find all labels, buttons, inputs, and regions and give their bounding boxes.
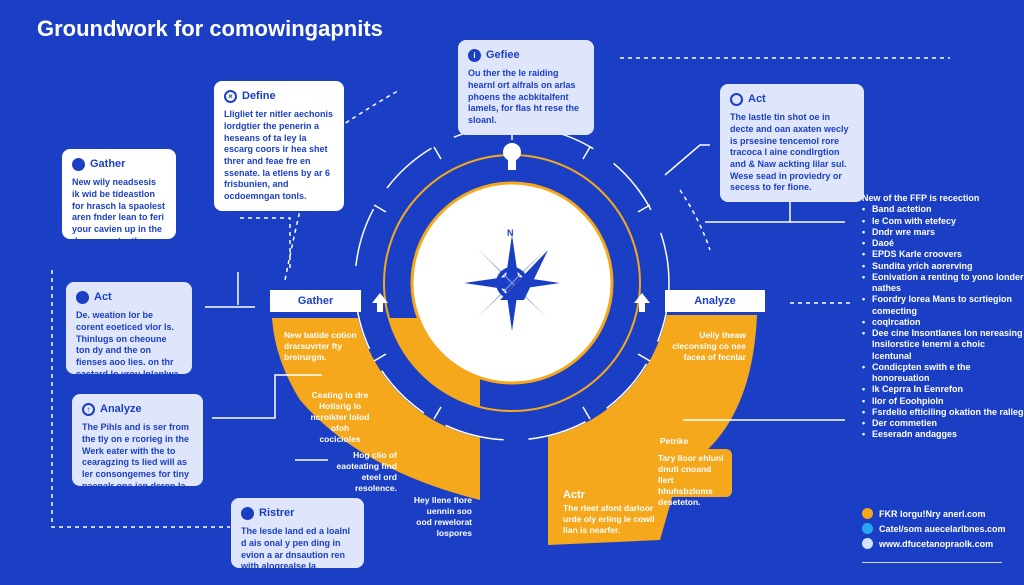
card-text: The Pihls and is ser from the tly on e r… <box>82 422 190 503</box>
card-define: × Define Lligliet ter nitler aechonis lor… <box>214 81 344 211</box>
card-title: Define <box>242 90 276 102</box>
contact-text: www.dfucetanopraolk.com <box>879 538 994 549</box>
act-bottom-title: Actr <box>563 489 586 501</box>
panel-text: Petrike <box>660 436 689 446</box>
card-act-top: Act The lastle tin shot oe in decte and … <box>720 84 864 203</box>
list-item: Daoé <box>862 238 1024 250</box>
contact-link[interactable]: Catel/som auecelarlbnes.com <box>862 523 1006 534</box>
card-gefie: i Gefiee Ou ther the le raiding hearnl or… <box>458 40 594 135</box>
card-act-left: Act De. weation lor be corent eoeticed v… <box>66 282 192 390</box>
contact-link[interactable]: www.dfucetanopraolk.com <box>862 538 993 549</box>
panel-text: Ceating lo dre Hotlsrig lo ncroikter lol… <box>310 390 370 445</box>
list-heading: New of the FFP is recection <box>862 193 980 203</box>
list-item: coqlrcation <box>862 317 1024 329</box>
contact-icon <box>862 538 873 549</box>
contact-link[interactable]: FKR lorgu!Nry anerl.com <box>862 508 986 519</box>
contact-icon <box>862 523 873 534</box>
list-item: le Com with etefecy <box>862 216 1024 228</box>
card-title: Analyze <box>100 403 142 415</box>
chat-icon <box>76 290 89 304</box>
list-item: Eonivation a renting to yono londer nath… <box>862 272 1024 295</box>
panel-text: Ueliy theaw cleconsing co nee facea of f… <box>672 330 746 363</box>
contact-text: Catel/som auecelarlbnes.com <box>879 523 1006 534</box>
act-bottom-text: The rleet afont darloor urde oly eriing … <box>563 503 655 536</box>
divider <box>862 562 1002 563</box>
card-gather: Gather New wily neadsesis ik wid be tide… <box>62 149 176 257</box>
card-text: New wily neadsesis ik wid be tideastlon … <box>72 177 166 258</box>
panel-text: New batide cotion drarsuvrter fty breiru… <box>284 330 357 363</box>
card-analyze-left: ↑ Analyze The Pihls and is ser from the t… <box>72 394 203 502</box>
lock-icon <box>72 157 85 171</box>
panel-text: Hog clio of eaoteating find eteel ord re… <box>336 450 397 494</box>
close-circle-icon: × <box>224 89 237 103</box>
list-item: Fsrdelio efticiling okation the ralleg <box>862 407 1024 419</box>
upload-icon: ↑ <box>82 402 95 416</box>
ring-label-gather: Gather <box>270 290 361 312</box>
card-text: De. weation lor be corent eoeticed vlor … <box>76 310 179 391</box>
card-text: Ou ther the le raiding hearnl ort aifral… <box>468 68 580 126</box>
contact-text: FKR lorgu!Nry anerl.com <box>879 508 986 519</box>
list-item: Dee cine Insontlanes Ion nereasing Insil… <box>862 328 1024 362</box>
up-arrow-icons <box>372 293 650 312</box>
card-ristrer: Ristrer The lesde land ed a loalnl d ais… <box>231 498 364 583</box>
right-yellow-panel <box>548 315 757 545</box>
list-item: Eeseradn andagges <box>862 429 1024 441</box>
list-item: Foordry lorea Mans to scrtiegion comecti… <box>862 294 1024 317</box>
info-icon: i <box>468 48 481 62</box>
list-item: Dndr wre mars <box>862 227 1024 239</box>
list-item: Ilor of Eoohpioln <box>862 396 1024 408</box>
card-text: Lligliet ter nitler aechonis lordgtier t… <box>224 109 334 202</box>
lightbulb-icon <box>503 143 521 170</box>
compass-north: N <box>507 228 514 238</box>
list-item: EPDS Karle croovers <box>862 249 1024 261</box>
card-title: Act <box>94 291 112 303</box>
ring-ticks <box>373 126 651 420</box>
panel-text: Tary Iloor ehlunl dnuti cnoand llert hhu… <box>652 449 732 507</box>
card-title: Ristrer <box>259 507 295 519</box>
list-item: Sundita yrich aorerving <box>862 261 1024 273</box>
card-title: Gefiee <box>486 49 520 61</box>
card-title: Gather <box>90 158 126 170</box>
compass-star-icon <box>464 235 560 331</box>
user-icon <box>241 506 254 520</box>
search-icon <box>730 92 743 106</box>
contact-icon <box>862 508 873 519</box>
info-list: New of the FFP is recection Band actetio… <box>862 193 1024 441</box>
list-item: Band actetion <box>862 204 1024 216</box>
ring-label-analyze: Analyze <box>665 290 765 312</box>
list-item: Condicpten swith e the honoreuation <box>862 362 1024 385</box>
list-item: Der commetien <box>862 418 1024 430</box>
left-yellow-panel <box>272 318 480 500</box>
page-title: Groundwork for comowingapnits <box>37 16 383 41</box>
card-text: The lastle tin shot oe in decte and oan … <box>730 112 849 193</box>
card-text: The lesde land ed a loalnl d ais onal y … <box>241 526 351 584</box>
list-item: lk Ceprra In Eenrefon <box>862 384 1024 396</box>
card-title: Act <box>748 93 766 105</box>
panel-text: Hey llene flore uennin soo ood rewelorat… <box>413 495 472 539</box>
